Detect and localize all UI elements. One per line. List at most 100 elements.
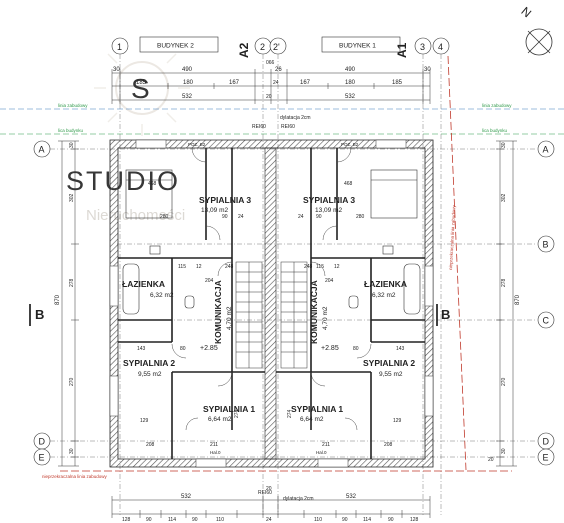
- room-name: SYPIALNIA 2: [363, 358, 415, 368]
- dim-bottom-2-c: 114: [168, 517, 176, 523]
- dim-top-1-e: 30: [424, 67, 431, 73]
- dim-bottom-2-i: 114: [363, 517, 371, 523]
- dim-top-1-b: 490: [182, 67, 193, 73]
- boundary-label-bottom: nieprzekraczalna linia zabudowy: [42, 474, 108, 479]
- bed-left: [125, 169, 173, 219]
- setback-label-right-1: linia zabudowy: [482, 103, 512, 108]
- setback-label-left-1: linia zabudowy: [58, 103, 88, 108]
- top-axis-markers: 1 2 2' 3 4: [111, 37, 450, 55]
- building-labels: BUDYNEK 2 BUDYNEK 1 A2 A1: [139, 36, 409, 58]
- dim-208-left: 208: [146, 442, 155, 448]
- dim-top-2-c: 167: [229, 80, 240, 86]
- left-axis-E: E: [39, 453, 45, 463]
- dim-right-outer: 870: [515, 294, 521, 305]
- boundary-label-right: nieprzekraczalna linia zabudowy: [448, 204, 456, 270]
- axis-label-4: 4: [438, 42, 443, 52]
- room-area: 4,70 m2: [226, 306, 233, 330]
- bathtub-right: [403, 263, 421, 315]
- setback-lines: linia zabudowy linia zabudowy lica budyn…: [0, 103, 564, 135]
- dim-left-b: 302: [69, 193, 75, 202]
- poz-right: POZ. B2: [341, 142, 359, 147]
- dim-right-e: 30: [501, 448, 507, 454]
- room-name: SYPIALNIA 2: [123, 358, 175, 368]
- building-1-label: BUDYNEK 1: [339, 43, 376, 50]
- right-axis-B: B: [543, 240, 549, 250]
- room-area: 13,09 m2: [315, 207, 342, 214]
- dim-143-right: 143: [396, 346, 405, 352]
- dim-top-1-extra: 066: [266, 60, 275, 66]
- room-area: 6,32 m2: [150, 292, 174, 299]
- dim-bottom-2-k: 128: [410, 517, 419, 523]
- inner-dimensions: 468 468 280 280 90 90 24 24 115 115 12 1…: [137, 181, 405, 448]
- dim-248-left: 248: [225, 264, 234, 270]
- left-axis-A: A: [39, 145, 45, 155]
- section-marks: B B: [29, 304, 450, 326]
- dim-bottom-2-b: 90: [146, 517, 152, 523]
- dim-left-d: 270: [69, 377, 75, 386]
- windows: [109, 139, 434, 468]
- building-2-label-box: [139, 36, 219, 53]
- dim-top-2-b: 180: [183, 80, 194, 86]
- floor-mark-right: Hal.0: [316, 450, 327, 455]
- side-axis-lines: [50, 148, 537, 458]
- setback-label-right-2: lica budynku: [482, 128, 508, 133]
- dim-bottom-1-a: 532: [181, 494, 192, 500]
- room-name: ŁAZIENKA: [122, 279, 165, 289]
- dim-12-left: 12: [196, 264, 202, 270]
- dim-bed-h-left: 280: [160, 214, 169, 220]
- section-mark-left: B: [35, 307, 44, 322]
- dim-top-2-d: 24: [273, 80, 279, 86]
- building-2-label: BUDYNEK 2: [157, 43, 194, 50]
- dim-left-c: 278: [69, 278, 75, 287]
- building-2-axis: A2: [237, 42, 251, 58]
- bed-right: [370, 169, 418, 219]
- room-area: 6,64 m2: [300, 416, 324, 423]
- right-axis-E: E: [543, 453, 549, 463]
- level-mark-right: +2.85: [321, 345, 339, 352]
- dim-248-right: 248: [304, 264, 313, 270]
- room-area: 9,55 m2: [138, 371, 162, 378]
- room-name: SYPIALNIA 3: [199, 195, 251, 205]
- room-name: ŁAZIENKA: [364, 279, 407, 289]
- dim-right-d: 270: [501, 377, 507, 386]
- bottom-dimensions: [111, 496, 431, 518]
- dim-12-right: 12: [334, 264, 340, 270]
- watermark-tagline: Nieruchomości: [86, 207, 185, 224]
- room-area: 9,55 m2: [379, 371, 403, 378]
- dim-top-1-d: 490: [345, 67, 356, 73]
- room-name: KOMUNIKACJA: [213, 280, 223, 344]
- level-mark-left: +2.85: [200, 345, 218, 352]
- watermark-word: STUDIO: [66, 166, 180, 196]
- dim-bottom-2-d: 90: [192, 517, 198, 523]
- dim-204-left: 204: [205, 278, 214, 284]
- sink-left: [149, 245, 161, 255]
- dim-80-right: 80: [353, 346, 359, 352]
- dim-115-left: 115: [178, 264, 186, 270]
- room-labels: SYPIALNIA 3 13,09 m2 SYPIALNIA 3 13,09 m…: [122, 195, 415, 423]
- dim-bottom-1-mid: 20: [266, 486, 272, 492]
- annotations: +2.85 +2.85 Hal.0 Hal.0 dylatacja 2cm RE…: [188, 115, 359, 502]
- dim-left-outer: 870: [55, 294, 61, 305]
- outer-wall: [109, 139, 434, 468]
- dim-right-c: 278: [501, 278, 507, 287]
- dim-bottom-2-f: 24: [266, 517, 272, 523]
- dim-bottom-2-j: 90: [388, 517, 394, 523]
- dim-top-3-b: 532: [345, 94, 356, 100]
- left-dimensions: [58, 140, 79, 467]
- dim-top-2-e: 167: [300, 80, 311, 86]
- axis-lines: [119, 54, 442, 515]
- dim-211-right: 211: [322, 442, 330, 448]
- rei60-top-left: REI60: [252, 124, 266, 130]
- dim-bottom-2-a: 128: [122, 517, 131, 523]
- dim-top-1-a: 30: [113, 67, 120, 73]
- dim-bottom-2-g: 110: [314, 517, 322, 523]
- right-axis-C: C: [543, 316, 550, 326]
- bathtub-left: [122, 263, 140, 315]
- building-1-label-box: [321, 36, 401, 53]
- axis-label-1: 1: [117, 42, 122, 52]
- room-name: SYPIALNIA 1: [291, 404, 343, 414]
- dim-80-left: 80: [180, 346, 186, 352]
- dim-bottom-1-b: 532: [346, 494, 357, 500]
- dim-top-1-c: 26: [275, 67, 282, 73]
